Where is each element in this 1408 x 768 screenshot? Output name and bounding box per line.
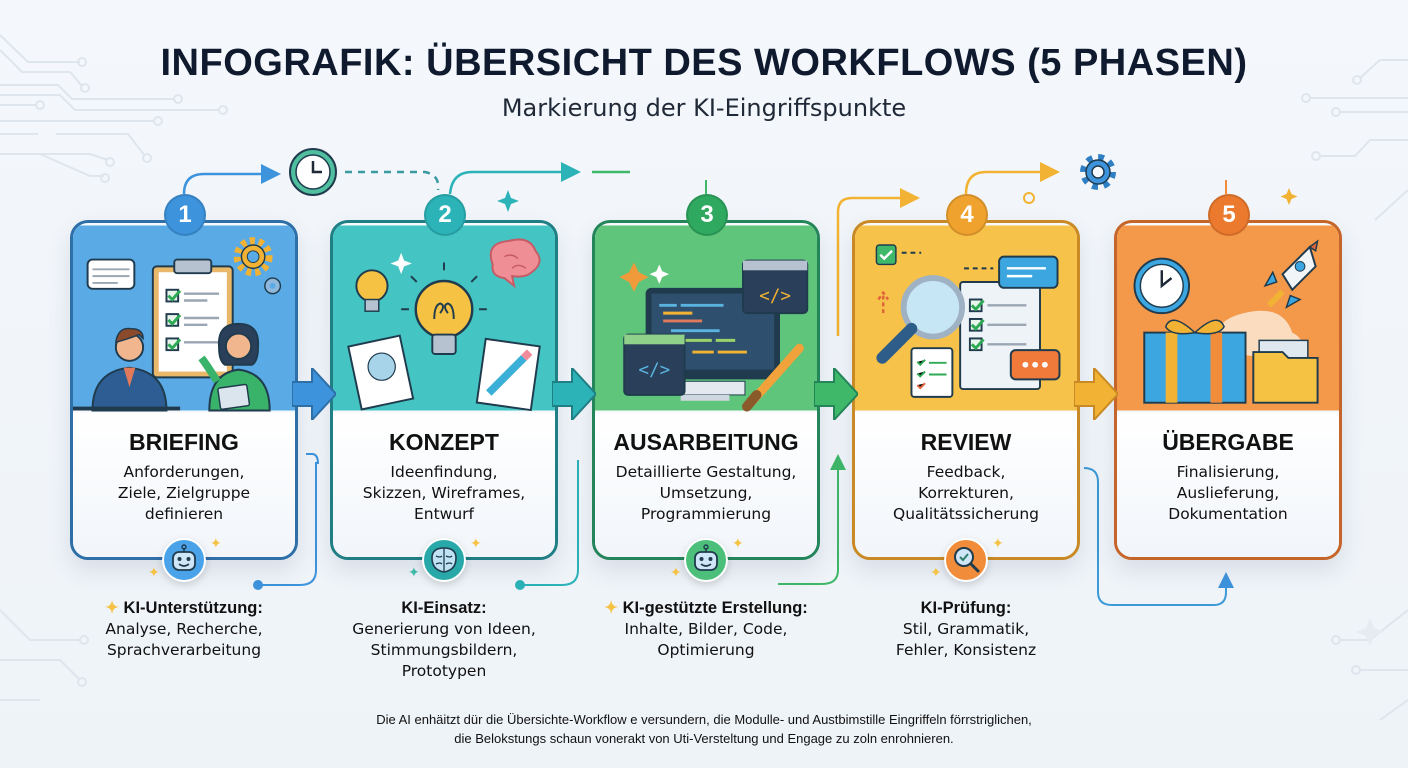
next-arrow-icon	[552, 368, 596, 420]
ai-note-label-text: KI-Unterstützung:	[123, 599, 263, 617]
ai-note-text: Inhalte, Bilder, Code, Optimierung	[624, 620, 788, 659]
page-title: INFOGRAFIK: ÜBERSICHT DES WORKFLOWS (5 P…	[160, 42, 1248, 84]
sparkle-icon: ✦	[604, 599, 623, 617]
phase-number-badge: 2	[424, 194, 466, 236]
gift-rocket-illustration	[1117, 225, 1339, 411]
ai-intervention-note: ✦ KI-gestützte Erstellung: Inhalte, Bild…	[582, 598, 830, 661]
ai-intervention-note: ✦ KI-Unterstützung: Analyse, Recherche, …	[60, 598, 308, 661]
sparkle-icon: ✦	[732, 536, 744, 552]
phase-card-body: REVIEW Feedback, Korrekturen, Qualitätss…	[855, 413, 1077, 557]
phase-number-badge: 5	[1208, 194, 1250, 236]
ai-note-label: ✦ KI-gestützte Erstellung:	[582, 598, 830, 619]
next-arrow-icon	[814, 368, 858, 420]
phase-card: BRIEFING Anforderungen, Ziele, Zielgrupp…	[70, 220, 298, 560]
footer-line-2: die Belokstungs schaun vonerakt von Uti-…	[454, 731, 954, 746]
ai-intervention-note: KI-Einsatz: Generierung von Ideen, Stimm…	[320, 598, 568, 682]
next-arrow-icon	[292, 368, 336, 420]
footer-note: Die AI enhäitzt dür die Übersichte-Workf…	[0, 710, 1408, 748]
phase-name: KONZEPT	[389, 429, 499, 455]
phase-card-body: KONZEPT Ideenfindung, Skizzen, Wireframe…	[333, 413, 555, 557]
sparkle-icon: ✦	[148, 565, 160, 581]
phase-name: REVIEW	[920, 429, 1012, 455]
ai-note-text: Generierung von Ideen, Stimmungsbildern,…	[352, 620, 536, 680]
brain-icon	[422, 538, 466, 582]
phase-description: Ideenfindung, Skizzen, Wireframes, Entwu…	[362, 463, 526, 523]
sparkle-icon: ✦	[408, 565, 420, 581]
robot-icon	[684, 538, 728, 582]
phase-card: KONZEPT Ideenfindung, Skizzen, Wireframe…	[330, 220, 558, 560]
svg-text:</>: </>	[639, 360, 671, 380]
phase-card-body: ÜBERGABE Finalisierung, Auslieferung, Do…	[1117, 413, 1339, 557]
phase-name: ÜBERGABE	[1162, 429, 1294, 455]
sparkle-icon: ✦	[105, 599, 124, 617]
phase-description: Finalisierung, Auslieferung, Dokumentati…	[1168, 463, 1288, 523]
phase-number-badge: 1	[164, 194, 206, 236]
ai-note-label: KI-Prüfung:	[920, 599, 1012, 617]
phase-card: REVIEW Feedback, Korrekturen, Qualitätss…	[852, 220, 1080, 560]
ai-note-text: Stil, Grammatik, Fehler, Konsistenz	[895, 620, 1037, 659]
next-arrow-icon	[1074, 368, 1118, 420]
sparkle-icon: ✦	[992, 536, 1004, 552]
phase-description: Detaillierte Gestaltung, Umsetzung, Prog…	[615, 463, 797, 523]
ai-intervention-note: KI-Prüfung: Stil, Grammatik, Fehler, Kon…	[842, 598, 1090, 661]
monitor-code-illustration: </> </>	[595, 225, 817, 412]
ai-note-label: ✦ KI-Unterstützung:	[60, 598, 308, 619]
lightbulb-brain-illustration	[333, 225, 555, 412]
sparkle-icon: ✦	[470, 536, 482, 552]
phase-description: Feedback, Korrekturen, Qualitätssicherun…	[893, 463, 1039, 523]
page-subtitle: Markierung der KI-Eingriffspunkte	[501, 94, 907, 122]
ai-note-label: KI-Einsatz:	[401, 599, 487, 617]
ai-note-text: Analyse, Recherche, Sprachverarbeitung	[105, 620, 263, 659]
footer-line-1: Die AI enhäitzt dür die Übersichte-Workf…	[376, 712, 1032, 727]
robot-icon	[162, 538, 206, 582]
phase-number-badge: 3	[686, 194, 728, 236]
phase-description: Anforderungen, Ziele, Zielgruppe definie…	[117, 463, 251, 523]
phase-card-body: BRIEFING Anforderungen, Ziele, Zielgrupp…	[73, 413, 295, 557]
phase-name: AUSARBEITUNG	[613, 429, 799, 455]
phase-name: BRIEFING	[129, 429, 239, 455]
sparkle-icon: ✦	[210, 536, 222, 552]
phase-card-body: AUSARBEITUNG Detaillierte Gestaltung, Um…	[595, 413, 817, 557]
sparkle-icon: ✦	[670, 565, 682, 581]
phase-card: ÜBERGABE Finalisierung, Auslieferung, Do…	[1114, 220, 1342, 560]
phase-card: </> </> AUSARBEITUNG Detaillierte Gestal…	[592, 220, 820, 560]
clock-icon	[289, 148, 337, 196]
sparkle-icon: ✦	[930, 565, 942, 581]
gear-icon	[1080, 154, 1116, 190]
phase-number-badge: 4	[946, 194, 988, 236]
svg-text:</>: </>	[759, 286, 791, 306]
magnifier-checklist-illustration	[855, 225, 1077, 411]
ai-note-label-text: KI-gestützte Erstellung:	[622, 599, 808, 617]
meeting-clipboard-illustration	[73, 225, 295, 412]
magnifier-check-icon	[944, 538, 988, 582]
